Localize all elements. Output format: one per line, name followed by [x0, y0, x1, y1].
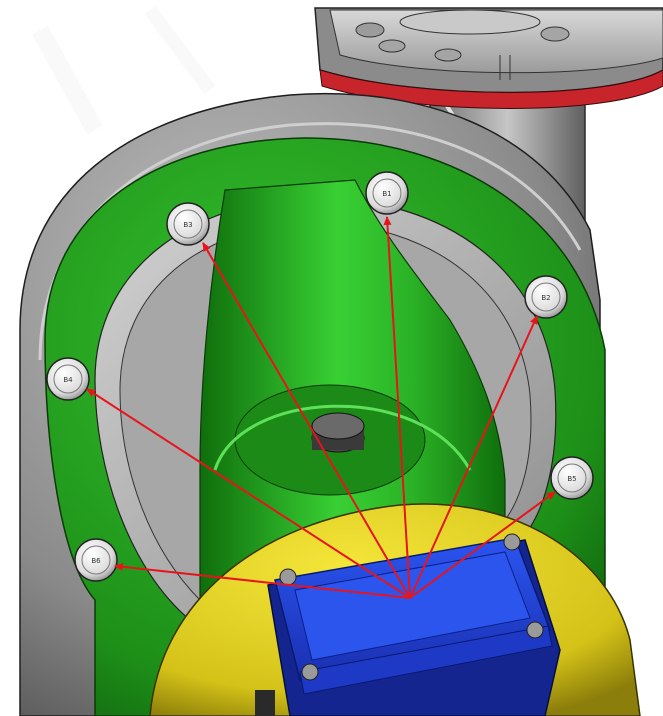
discharge-flange — [314, 7, 663, 109]
bolt-icon[interactable]: B6 — [74, 538, 118, 582]
arrow-to-bolt — [86, 388, 411, 599]
bolt-icon[interactable]: B2 — [524, 275, 568, 319]
bolt-icon[interactable]: B1 — [365, 171, 409, 215]
arrow-to-bolt — [202, 242, 411, 599]
bolt-mark: B6 — [91, 557, 101, 565]
annotation-arrows — [86, 216, 556, 599]
cover-bolts: B3 B1 B2 B4 B5 B6 — [46, 171, 594, 582]
bolt-mark: B4 — [63, 376, 73, 384]
watermark — [32, 5, 216, 135]
arrow-to-bolt — [383, 216, 411, 599]
arrow-to-bolt — [409, 315, 538, 599]
arrow-to-bolt — [114, 562, 411, 599]
bolt-mark: B2 — [541, 294, 550, 302]
bolt-mark: B3 — [183, 221, 192, 229]
bolt-icon[interactable]: B5 — [550, 456, 594, 500]
bolt-mark: B1 — [382, 190, 391, 198]
bolt-icon[interactable]: B4 — [46, 357, 90, 401]
bolt-icon[interactable]: B3 — [166, 202, 210, 246]
arrow-to-bolt — [409, 491, 556, 599]
terminal-box — [255, 533, 561, 716]
bolt-mark: B5 — [567, 475, 576, 483]
